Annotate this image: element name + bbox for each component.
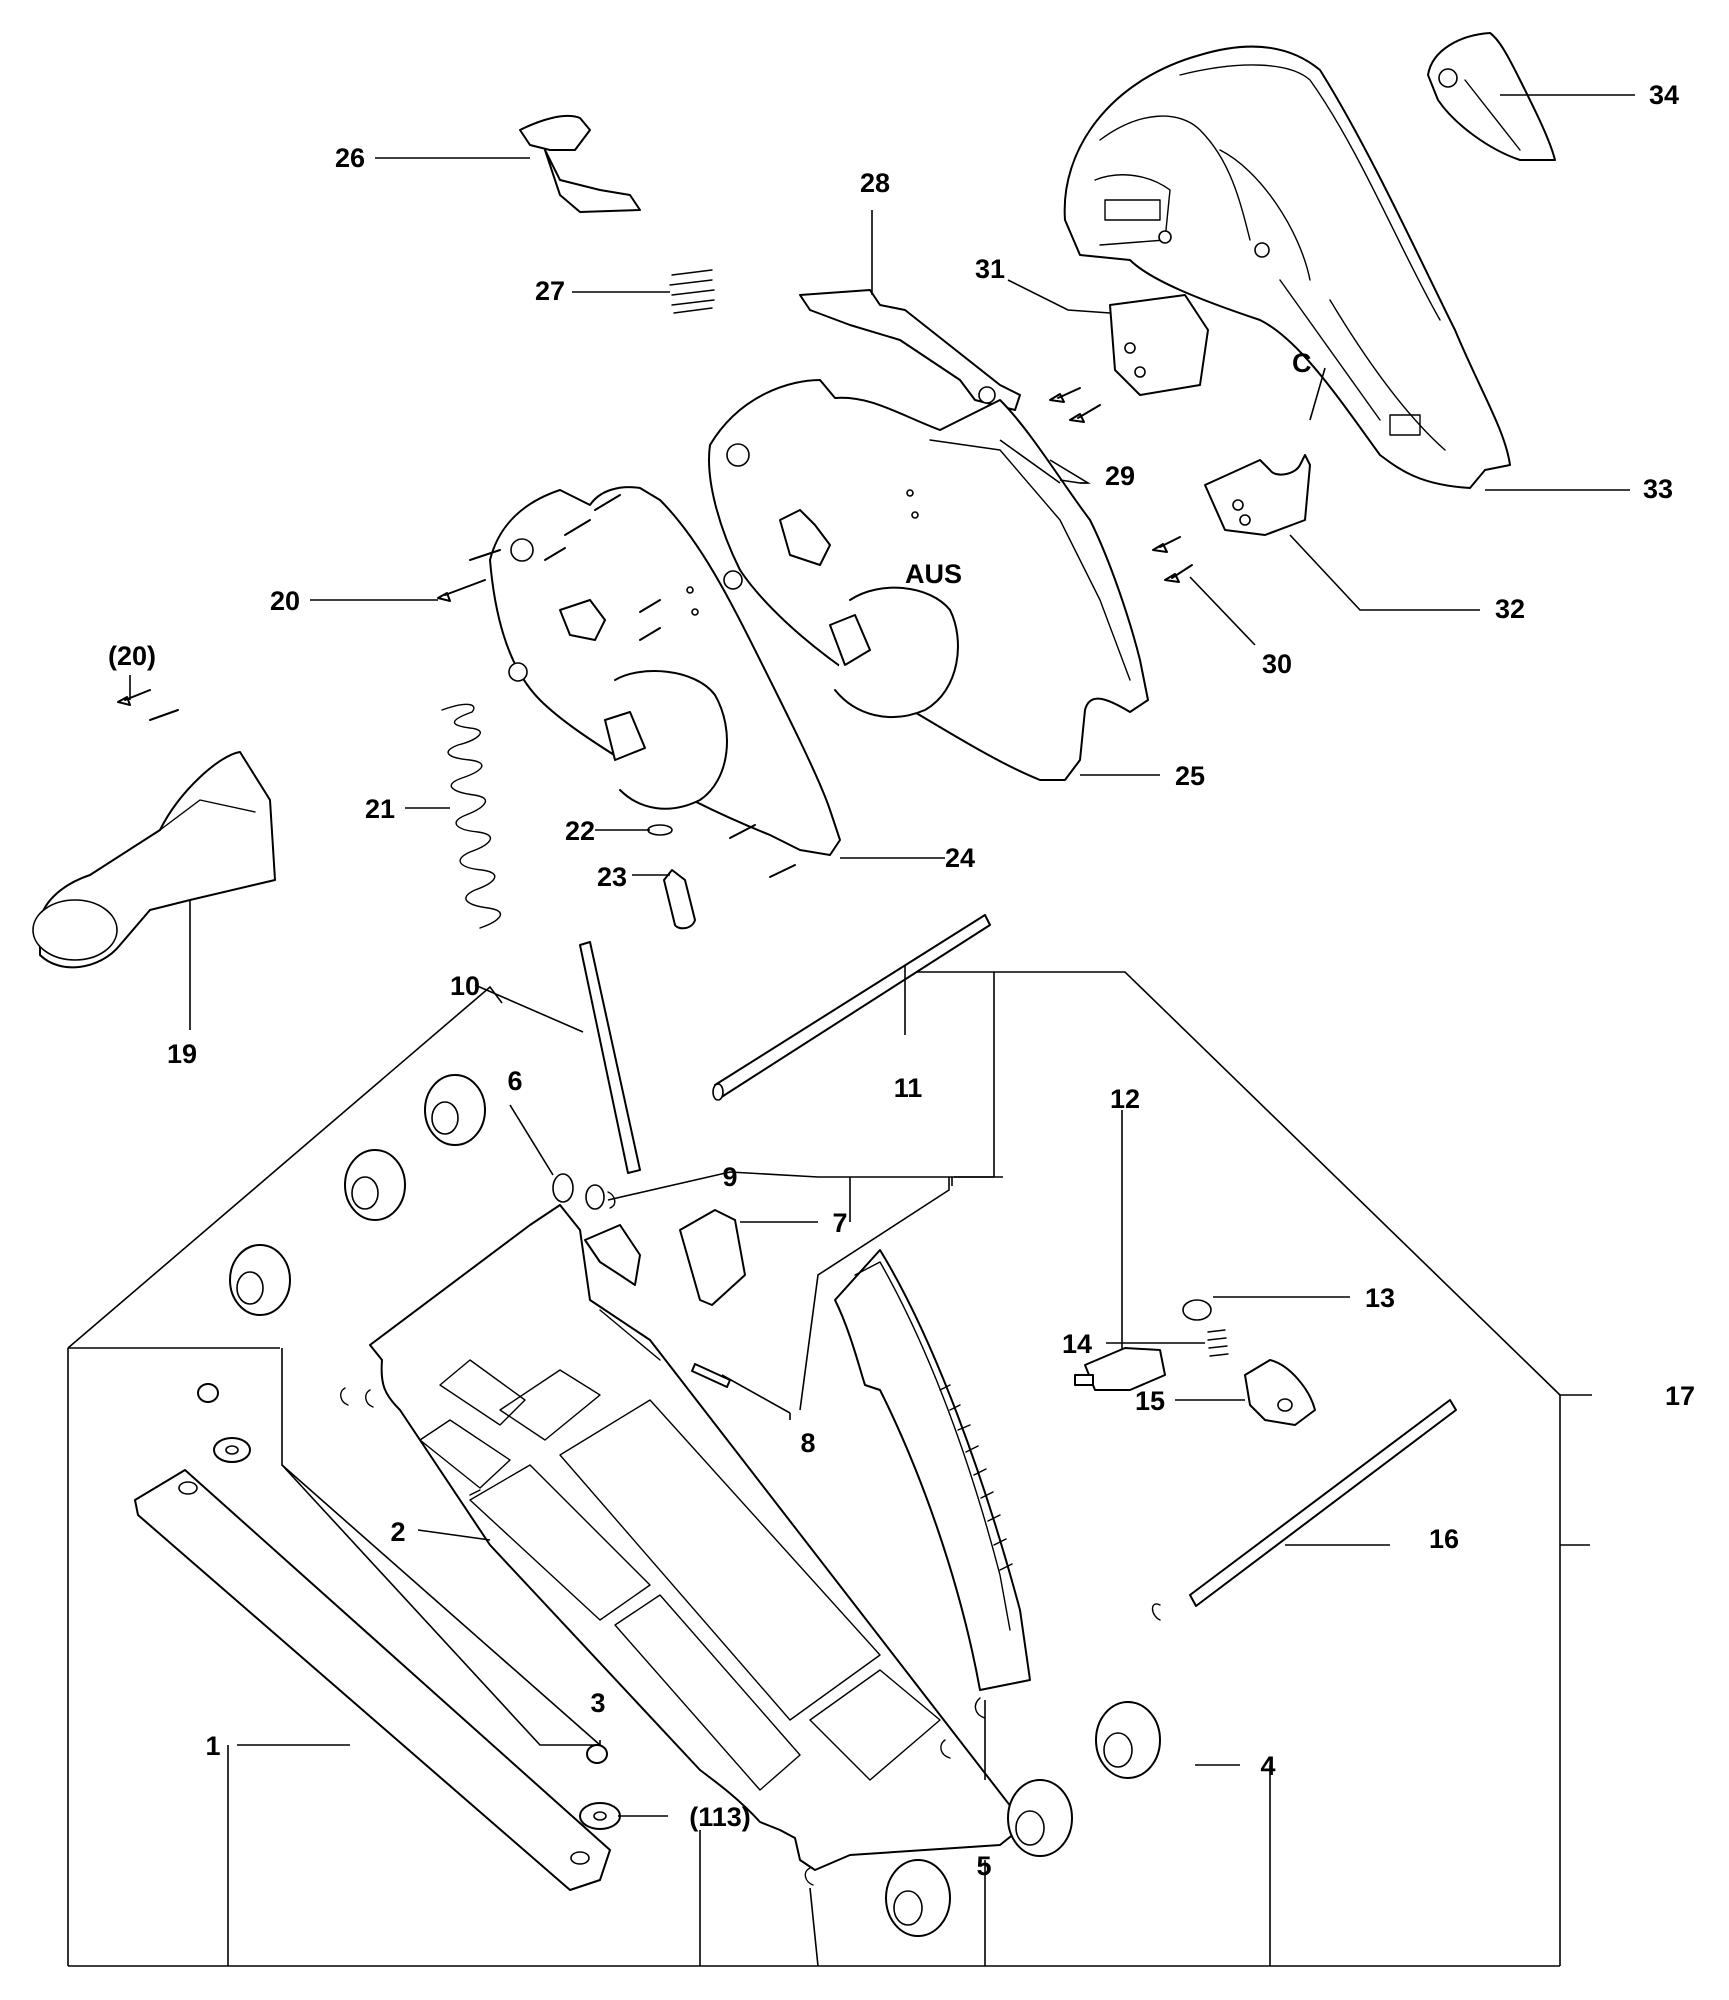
spring-part-21 [441, 703, 502, 929]
bracket-part-7 [584, 1209, 746, 1306]
label-part-17: 17 [1665, 1381, 1695, 1411]
label-part-9: 9 [722, 1162, 737, 1192]
label-part-113-ref: (113) [689, 1802, 751, 1832]
label-part-1: 1 [205, 1731, 220, 1761]
label-part-15: 15 [1135, 1386, 1165, 1416]
label-part-20-ref: (20) [108, 641, 156, 671]
label-part-24: 24 [945, 843, 975, 873]
label-part-27: 27 [535, 276, 565, 306]
guard-marking-text: AUS [905, 559, 962, 589]
pin-part-8 [691, 1363, 731, 1388]
assembly-bracket-lines [67, 971, 1592, 1967]
label-part-19: 19 [167, 1039, 197, 1069]
clips-parts-6-9 [552, 1173, 616, 1210]
label-part-23: 23 [597, 862, 627, 892]
label-part-16: 16 [1429, 1524, 1459, 1554]
label-part-7: 7 [832, 1208, 847, 1238]
guard-plate-part-24 [489, 486, 841, 856]
shaft-part-16 [1151, 1399, 1457, 1621]
block-part-31 [1109, 294, 1209, 396]
label-part-14: 14 [1062, 1329, 1092, 1359]
label-part-12: 12 [1110, 1084, 1140, 1114]
shaft-part-11 [712, 914, 991, 1101]
switch-part-12 [1074, 1347, 1166, 1391]
angle-scale-arc [834, 1249, 1031, 1691]
label-part-5: 5 [976, 1851, 991, 1881]
clips-part-5 [340, 1387, 986, 1886]
dust-outlet-part-19 [32, 689, 276, 969]
detail-c-label: C [1292, 348, 1312, 378]
arm-part-28 [799, 289, 1021, 411]
label-part-26: 26 [335, 143, 365, 173]
label-part-34: 34 [1649, 80, 1679, 110]
label-part-30: 30 [1262, 649, 1292, 679]
label-part-3: 3 [590, 1688, 605, 1718]
screws-part-20 [437, 494, 796, 878]
guide-bar-part-1 [134, 1469, 611, 1891]
label-part-4: 4 [1260, 1751, 1275, 1781]
label-part-2: 2 [390, 1517, 405, 1547]
leader-lines [129, 94, 1635, 1967]
label-part-10: 10 [450, 971, 480, 1001]
bracket-part-32 [1204, 454, 1311, 536]
label-part-32: 32 [1495, 594, 1525, 624]
part-number-labels: 1 2 3 4 5 6 7 8 9 10 11 12 13 14 15 16 1… [108, 80, 1695, 1881]
screws-29-30 [1049, 387, 1193, 583]
saw-guard-hood [1063, 45, 1511, 489]
label-part-21: 21 [365, 794, 395, 824]
spring-part-27 [669, 269, 715, 314]
pin-parts-22-23 [647, 824, 696, 930]
latch-part-26 [519, 114, 641, 213]
label-part-22: 22 [565, 816, 595, 846]
guard-plate-part-25 [708, 379, 1149, 781]
label-part-28: 28 [860, 168, 890, 198]
label-part-33: 33 [1643, 474, 1673, 504]
label-part-11: 11 [894, 1073, 923, 1103]
label-part-8: 8 [800, 1428, 815, 1458]
guard-end-cap [1427, 32, 1556, 161]
rollers-part-4-bottom [885, 1701, 1161, 1937]
label-part-6: 6 [507, 1066, 522, 1096]
fastener-parts-3-113 [197, 1383, 621, 1830]
rollers-part-2-top [229, 1074, 486, 1316]
label-part-25: 25 [1175, 761, 1205, 791]
knob-parts-13-15 [1182, 1299, 1316, 1426]
label-part-13: 13 [1365, 1283, 1395, 1313]
label-part-29: 29 [1105, 461, 1135, 491]
label-part-31: 31 [975, 254, 1005, 284]
rod-part-10 [579, 941, 641, 1174]
label-part-20: 20 [270, 586, 300, 616]
